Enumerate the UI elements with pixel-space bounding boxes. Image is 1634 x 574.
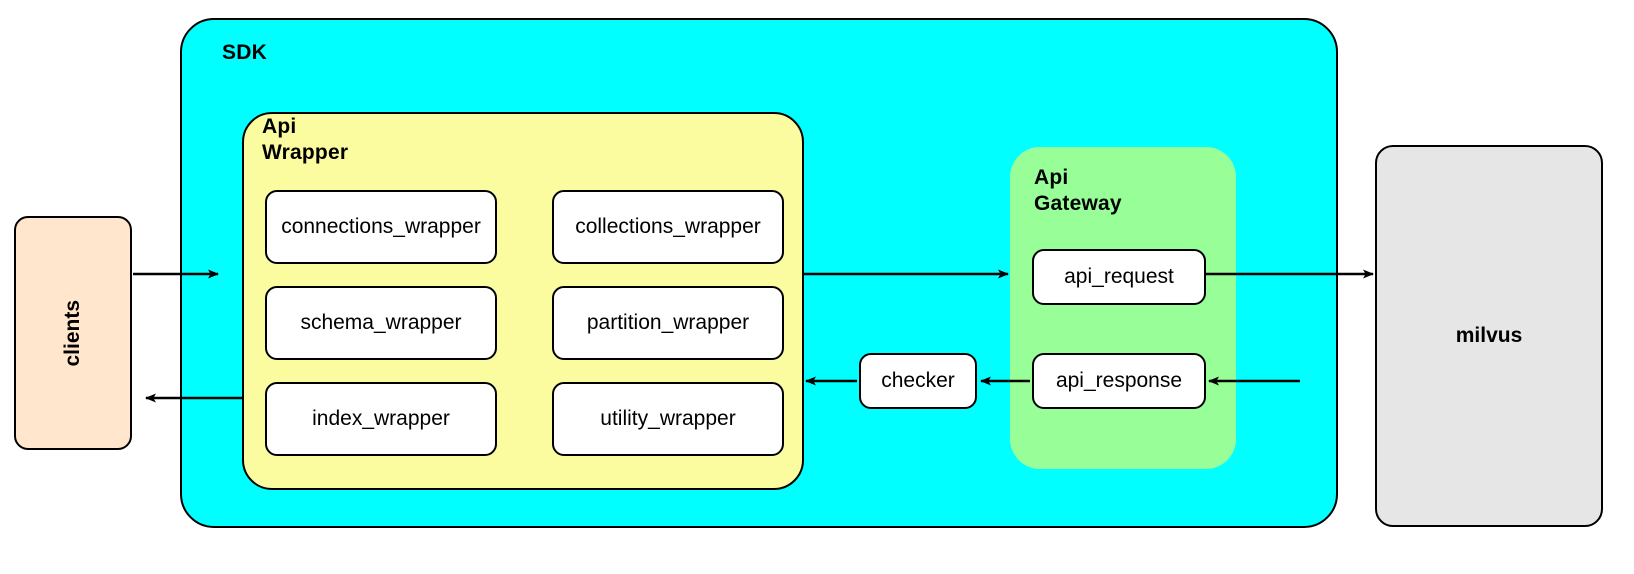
- milvus-box[interactable]: milvus: [1375, 145, 1603, 527]
- api-gateway-label: Api Gateway: [1034, 166, 1122, 215]
- node-collections-wrapper[interactable]: collections_wrapper: [552, 190, 784, 264]
- node-api-response[interactable]: api_response: [1032, 353, 1206, 409]
- milvus-label: milvus: [1455, 324, 1523, 347]
- node-index-wrapper[interactable]: index_wrapper: [265, 382, 497, 456]
- clients-box[interactable]: clients: [14, 216, 132, 450]
- node-partition-wrapper[interactable]: partition_wrapper: [552, 286, 784, 360]
- node-utility-wrapper[interactable]: utility_wrapper: [552, 382, 784, 456]
- node-connections-wrapper[interactable]: connections_wrapper: [265, 190, 497, 264]
- api-wrapper-label: Api Wrapper: [262, 115, 349, 164]
- api-gateway-container[interactable]: [1010, 147, 1236, 469]
- node-checker[interactable]: checker: [859, 353, 977, 409]
- node-api-request[interactable]: api_request: [1032, 249, 1206, 305]
- clients-label: clients: [61, 299, 84, 367]
- sdk-label: SDK: [222, 41, 267, 64]
- node-schema-wrapper[interactable]: schema_wrapper: [265, 286, 497, 360]
